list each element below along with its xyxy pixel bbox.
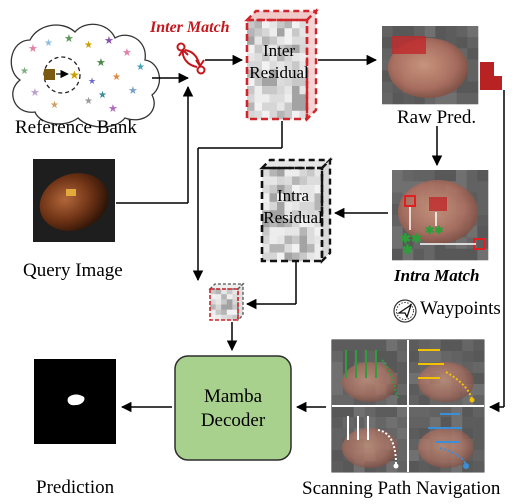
match-arrows-icon — [176, 42, 206, 75]
svg-text:★: ★ — [96, 57, 106, 69]
mamba-decoder-block — [174, 355, 292, 461]
inter-residual-label-line1: Inter — [262, 41, 296, 60]
svg-text:★: ★ — [104, 35, 114, 47]
reference-bank-cloud: ★ ★ ★ ★ ★ ★ ★ ★ ★ ★ ★ ★ ★ ★ ★ ★ ★ ★ — [10, 23, 161, 128]
svg-text:★: ★ — [136, 62, 145, 73]
svg-text:✱✱: ✱✱ — [400, 231, 422, 246]
compass-icon — [393, 299, 417, 323]
star-icon: ★ ★ ★ ★ ★ ★ ★ ★ ★ ★ ★ ★ ★ ★ ★ ★ ★ ★ — [20, 33, 145, 115]
svg-text:★: ★ — [88, 76, 96, 86]
query-patch-marker — [44, 69, 55, 80]
hazelnut-image — [39, 173, 109, 231]
waypoints-label: Waypoints — [420, 298, 501, 319]
svg-text:★: ★ — [69, 68, 80, 82]
small-residual-cube — [208, 282, 245, 322]
svg-text:★: ★ — [30, 87, 40, 99]
reference-bank-label: Reference Bank — [15, 117, 137, 138]
inter-residual-cube — [244, 8, 319, 122]
svg-text:★: ★ — [20, 66, 29, 77]
svg-text:★: ★ — [44, 38, 53, 49]
svg-text:★: ★ — [64, 33, 74, 45]
svg-text:★: ★ — [28, 43, 38, 55]
flow-arrows — [116, 54, 505, 413]
intra-match-label: Intra Match — [394, 266, 480, 285]
prediction-mask-image — [34, 359, 116, 444]
intra-match-image: ✱✱ ✱ ✱✱ — [392, 170, 489, 261]
svg-text:★: ★ — [128, 85, 138, 97]
inter-residual-label-line2: Residual — [249, 63, 309, 82]
svg-text:★: ★ — [112, 72, 121, 83]
scan-direction-arrows — [345, 349, 473, 467]
svg-text:★: ★ — [98, 90, 107, 101]
svg-text:★: ★ — [50, 100, 59, 111]
scanning-path-navigation-label: Scanning Path Navigation — [302, 478, 501, 499]
intra-residual-label-line1: Intra — [276, 186, 310, 205]
inter-match-label: Inter Match — [150, 19, 230, 36]
mamba-decoder-label-line2: Decoder — [200, 410, 266, 431]
query-image — [33, 159, 115, 242]
scanning-path-panels — [331, 339, 485, 473]
raw-pred-label: Raw Pred. — [397, 107, 477, 128]
svg-text:✱✱: ✱✱ — [425, 225, 443, 237]
svg-text:★: ★ — [122, 47, 132, 59]
svg-text:★: ★ — [84, 96, 93, 107]
mamba-decoder-label-line1: Mamba — [203, 386, 263, 407]
prediction-label: Prediction — [36, 477, 115, 498]
svg-text:★: ★ — [108, 103, 118, 115]
svg-text:✱: ✱ — [402, 242, 413, 257]
query-image-label: Query Image — [23, 260, 123, 281]
intra-residual-cube — [259, 157, 333, 264]
svg-text:★: ★ — [84, 40, 93, 51]
raw-pred-image — [382, 26, 502, 105]
intra-residual-label-line2: Residual — [263, 208, 323, 227]
